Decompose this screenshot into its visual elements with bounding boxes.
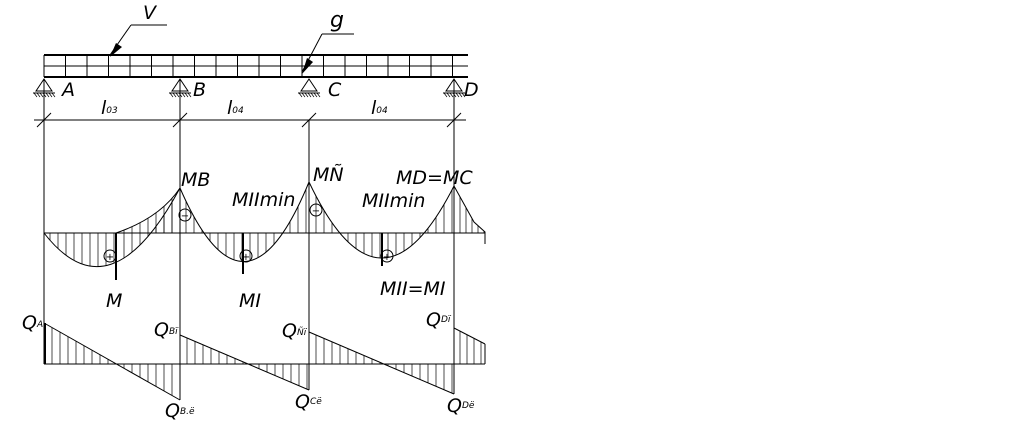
svg-text:+: + bbox=[106, 252, 114, 263]
shear-label-qd-left: QDï bbox=[426, 309, 452, 331]
beam-ribs bbox=[43, 55, 453, 77]
minus-sign-b: − bbox=[178, 208, 192, 222]
span-length-1: l03 bbox=[101, 97, 118, 119]
support-label-a: A bbox=[60, 79, 75, 101]
shear-label-qa: QA bbox=[22, 312, 43, 334]
moment-label-min-span3: MIImin bbox=[362, 190, 425, 212]
moment-label-min-span2: MIImin bbox=[232, 189, 295, 211]
span-length-3: l04 bbox=[371, 97, 388, 119]
point-load-label: V bbox=[143, 2, 158, 24]
support-verticals bbox=[43, 79, 455, 400]
distributed-load-g: g bbox=[301, 8, 354, 74]
svg-text:+: + bbox=[242, 252, 250, 263]
dimension-line bbox=[34, 112, 466, 152]
support-label-b: B bbox=[193, 79, 206, 101]
beam bbox=[43, 54, 468, 78]
moment-label-mc: MÑ bbox=[313, 163, 344, 186]
shear-label-qc-right: QCë bbox=[295, 391, 322, 413]
minus-sign-c: − bbox=[309, 203, 323, 217]
moment-diagram bbox=[43, 181, 486, 280]
moment-label-mb: MB bbox=[181, 169, 210, 191]
moment-label-span3: MII=MI bbox=[380, 278, 446, 300]
span-length-2: l04 bbox=[227, 97, 244, 119]
support-label-d: D bbox=[464, 79, 479, 101]
support-label-c: C bbox=[328, 79, 342, 101]
shear-label-qc-left: QÑï bbox=[282, 320, 308, 342]
distributed-load-label: g bbox=[330, 8, 344, 33]
moment-label-md-mc: MD=MC bbox=[396, 167, 473, 189]
svg-text:−: − bbox=[312, 206, 320, 217]
moment-label-span1: M bbox=[106, 290, 122, 312]
plus-sign-span3: + bbox=[380, 249, 394, 263]
plus-sign-span1: + bbox=[103, 249, 117, 263]
shear-label-qb-right: QB.ë bbox=[165, 400, 195, 422]
shear-hatching bbox=[51, 327, 482, 396]
moment-label-span2: MI bbox=[239, 290, 261, 312]
shear-label-qd-right: QDë bbox=[447, 395, 475, 417]
svg-text:−: − bbox=[181, 211, 189, 222]
moment-hatching bbox=[49, 189, 485, 267]
shear-label-qb-left: QBï bbox=[154, 319, 179, 341]
plus-sign-span2: + bbox=[239, 249, 253, 263]
shear-diagram bbox=[43, 322, 486, 401]
support-c-symbol bbox=[298, 78, 321, 98]
svg-text:+: + bbox=[383, 252, 391, 263]
point-load-v: V bbox=[109, 2, 167, 57]
